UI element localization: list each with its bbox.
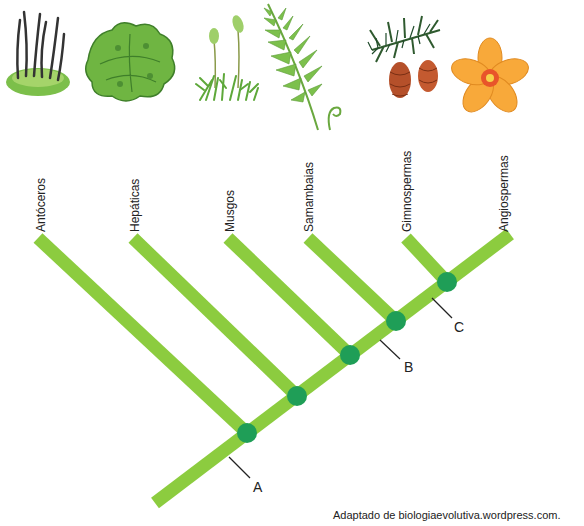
callout-letter: A: [253, 480, 262, 494]
callout-letter: C: [454, 320, 464, 334]
leader-lines: [229, 298, 452, 478]
liverwort-drawing: [86, 23, 175, 101]
taxon-label: Musgos: [223, 190, 237, 232]
moss-drawing: [196, 14, 258, 100]
taxon-label: Angiospermas: [497, 155, 511, 232]
branch-node-dots: [237, 272, 457, 443]
hornwort-drawing: [6, 12, 70, 96]
taxon-label: Samambaias: [302, 162, 316, 232]
source-note: Adaptado de biologiaevolutiva.wordpress.…: [333, 508, 560, 522]
taxon-label: Gimnospermas: [400, 151, 414, 232]
conifer-drawing: [368, 16, 440, 98]
taxon-label: Hepáticas: [128, 179, 142, 232]
callout-letter: B: [404, 360, 413, 374]
flower-drawing: [448, 38, 532, 117]
fern-drawing: [264, 4, 340, 130]
cladogram-branches: [38, 234, 510, 503]
taxon-label: Antóceros: [34, 178, 48, 232]
